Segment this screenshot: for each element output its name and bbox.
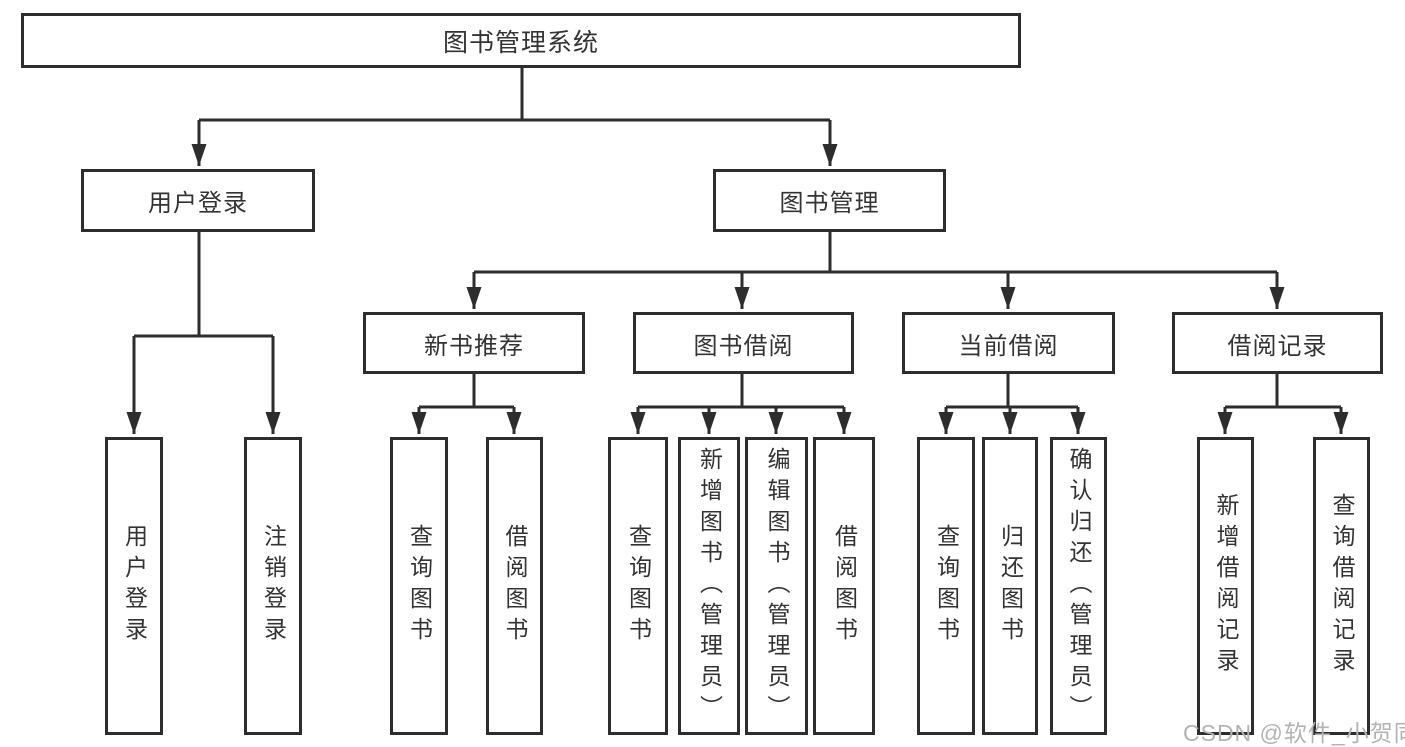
node-borrowing-records: 借阅记录 — [1172, 312, 1383, 374]
leaf-user-login: 用户登录 — [105, 437, 163, 735]
node-new-book-recommend: 新书推荐 — [363, 312, 585, 374]
csdn-watermark: CSDN @软件_小贺同学 — [1183, 720, 1405, 746]
leaf-label: 确认归还（管理员） — [1066, 446, 1092, 726]
leaf-query-books: 查询图书 — [390, 437, 448, 735]
node-book-management: 图书管理 — [713, 169, 946, 232]
leaf-add-borrow-record: 新增借阅记录 — [1197, 437, 1254, 735]
connector-root-to-level2 — [191, 68, 838, 166]
leaf-label: 注销登录 — [260, 524, 287, 648]
connector-borrow-records-to-leaves — [1217, 372, 1349, 434]
leaf-label: 查询图书 — [406, 524, 433, 648]
leaf-return-books: 归还图书 — [982, 437, 1038, 735]
node-current-borrowing: 当前借阅 — [902, 312, 1115, 374]
node-label: 图书借阅 — [693, 332, 794, 360]
connector-book-borrow-to-leaves — [630, 372, 852, 434]
leaf-label: 查询图书 — [933, 524, 960, 648]
leaf-confirm-return-admin: 确认归还（管理员） — [1050, 437, 1107, 735]
leaf-label: 查询图书 — [625, 524, 652, 648]
connector-user-login-to-leaves — [126, 232, 281, 434]
connector-book-mgmt-to-level3 — [466, 232, 1285, 309]
node-user-login: 用户登录 — [81, 169, 315, 232]
leaf-borrow-books: 借阅图书 — [486, 437, 543, 735]
leaf-logout: 注销登录 — [244, 437, 302, 735]
node-label: 当前借阅 — [958, 332, 1059, 360]
node-label: 用户登录 — [148, 190, 248, 217]
leaf-add-books-admin: 新增图书（管理员） — [678, 437, 740, 735]
leaf-label: 查询借阅记录 — [1329, 493, 1355, 679]
leaf-label: 新增图书（管理员） — [696, 446, 723, 726]
node-book-borrowing: 图书借阅 — [633, 312, 854, 374]
leaf-query-books: 查询图书 — [608, 437, 668, 735]
leaf-query-books: 查询图书 — [917, 437, 975, 735]
leaf-label: 借阅图书 — [502, 524, 528, 648]
leaf-label: 用户登录 — [121, 524, 148, 648]
node-root-library-management-system: 图书管理系统 — [21, 13, 1021, 68]
leaf-label: 编辑图书（管理员） — [764, 446, 790, 726]
connector-current-borrow-to-leaves — [938, 372, 1086, 434]
leaf-label: 借阅图书 — [831, 524, 858, 648]
leaf-label: 归还图书 — [997, 524, 1024, 648]
node-label: 图书管理系统 — [442, 28, 599, 57]
leaf-label: 新增借阅记录 — [1213, 493, 1239, 679]
leaf-edit-books-admin: 编辑图书（管理员） — [745, 437, 808, 735]
node-label: 新书推荐 — [424, 332, 524, 360]
connector-new-books-to-leaves — [411, 372, 522, 434]
node-label: 借阅记录 — [1227, 332, 1328, 360]
leaf-borrow-books: 借阅图书 — [813, 437, 875, 735]
node-label: 图书管理 — [779, 190, 880, 217]
leaf-query-borrow-record: 查询借阅记录 — [1313, 437, 1370, 735]
